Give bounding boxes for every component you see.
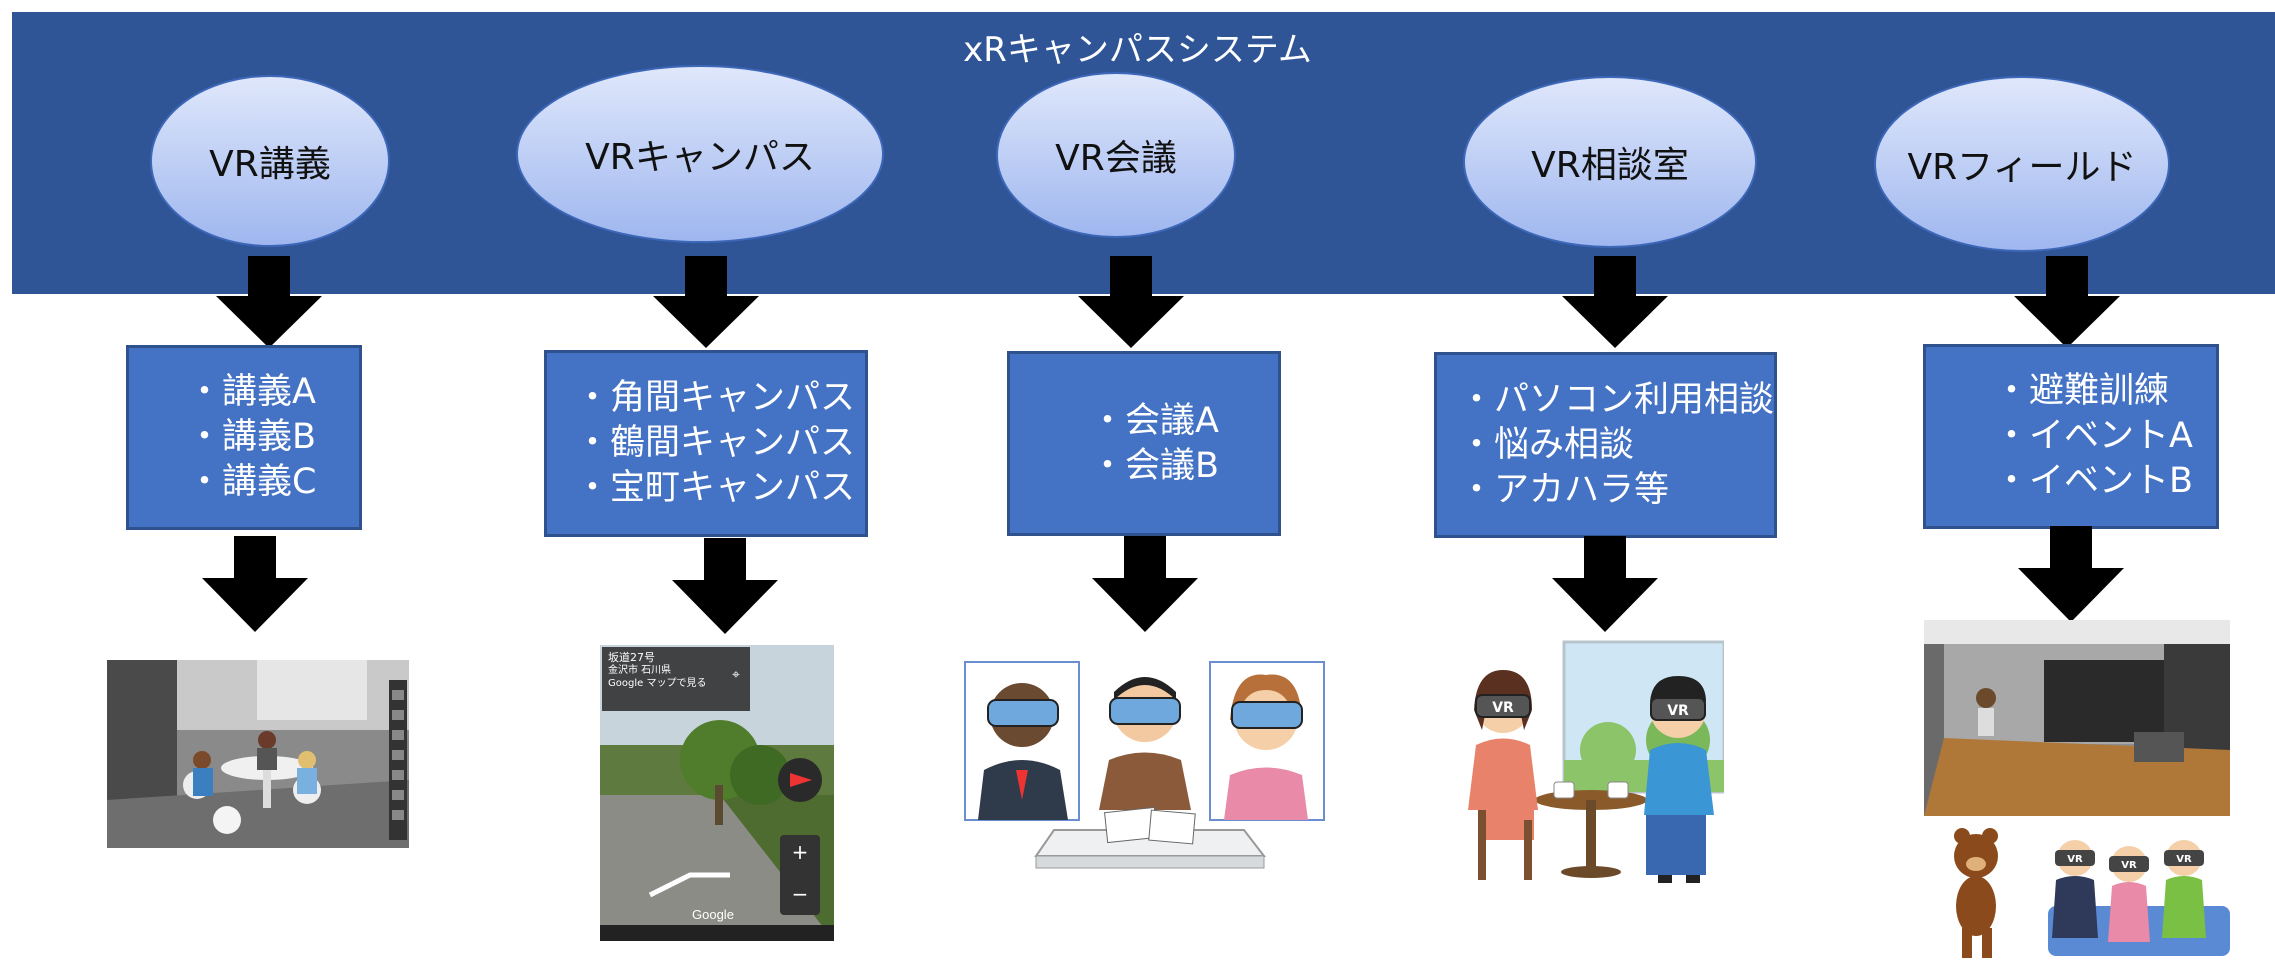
vr-lecture-screenshot xyxy=(107,660,409,848)
box-item: ・パソコン利用相談 xyxy=(1459,379,1775,420)
svg-text:VR: VR xyxy=(2067,854,2083,865)
oval-vr-lecture: VR講義 xyxy=(150,75,390,247)
map-footer-bar xyxy=(600,925,834,941)
box-vr-campus: ・角間キャンパス ・鶴間キャンパス ・宝町キャンパス xyxy=(544,350,868,537)
google-logo: Google xyxy=(692,907,734,922)
vr-meeting-illustration xyxy=(964,661,1325,869)
arrow-down-icon xyxy=(2014,256,2120,348)
box-item: ・アカハラ等 xyxy=(1459,469,1670,510)
arrow-down-icon xyxy=(2018,526,2124,622)
svg-text:VR: VR xyxy=(1492,700,1514,716)
arrow-down-icon xyxy=(1562,256,1668,348)
svg-text:VR: VR xyxy=(2176,854,2192,865)
box-item: ・講義B xyxy=(187,417,317,457)
arrow-down-icon xyxy=(216,256,322,348)
oval-vr-campus: VRキャンパス xyxy=(516,65,884,243)
arrow-down-icon xyxy=(202,536,308,632)
map-sub2: Google マップで見る xyxy=(608,678,707,689)
box-item: ・宝町キャンパス xyxy=(575,468,856,508)
box-vr-field: ・避難訓練 ・イベントA ・イベントB xyxy=(1923,344,2219,529)
map-sub1: 金沢市 石川県 xyxy=(608,665,672,676)
box-item: ・講義A xyxy=(187,372,316,412)
arrow-down-icon xyxy=(1552,536,1658,632)
box-item: ・避難訓練 xyxy=(1994,371,2170,411)
vr-consultation-illustration: VR VR xyxy=(1468,640,1724,883)
street-view-map: + − 坂道27号 金沢市 石川県 Google マップで見る ⌖ Google xyxy=(600,645,834,941)
box-item: ・イベントB xyxy=(1994,461,2194,501)
box-item: ・講義C xyxy=(187,462,317,502)
arrow-down-icon xyxy=(653,256,759,348)
box-item: ・会議B xyxy=(1090,445,1220,486)
system-title: xRキャンパスシステム xyxy=(963,30,1312,70)
box-vr-lecture: ・講義A ・講義B ・講義C xyxy=(126,345,362,530)
map-pin-icon: ⌖ xyxy=(732,667,740,683)
oval-vr-meeting: VR会議 xyxy=(996,72,1236,238)
box-item: ・角間キャンパス xyxy=(575,378,856,418)
box-vr-meeting: ・会議A ・会議B xyxy=(1007,351,1281,536)
svg-text:VR: VR xyxy=(1667,703,1689,719)
box-item: ・悩み相談 xyxy=(1459,424,1635,465)
arrow-down-icon xyxy=(1092,536,1198,632)
box-item: ・イベントA xyxy=(1994,416,2193,456)
svg-text:−: − xyxy=(792,882,809,906)
vr-field-audience-illustration: VR VR VR xyxy=(1954,828,2230,958)
box-item: ・会議A xyxy=(1090,400,1219,441)
box-vr-consult: ・パソコン利用相談 ・悩み相談 ・アカハラ等 xyxy=(1434,352,1777,538)
box-item: ・鶴間キャンパス xyxy=(575,423,856,463)
oval-vr-field: VRフィールド xyxy=(1874,76,2170,252)
svg-text:+: + xyxy=(792,840,809,864)
vr-field-room-screenshot xyxy=(1924,620,2230,816)
arrow-down-icon xyxy=(672,538,778,634)
map-info-card: 坂道27号 金沢市 石川県 Google マップで見る xyxy=(602,647,750,711)
svg-text:VR: VR xyxy=(2121,860,2137,871)
map-header: 坂道27号 xyxy=(608,651,655,664)
oval-vr-consult: VR相談室 xyxy=(1463,76,1757,248)
arrow-down-icon xyxy=(1078,256,1184,348)
